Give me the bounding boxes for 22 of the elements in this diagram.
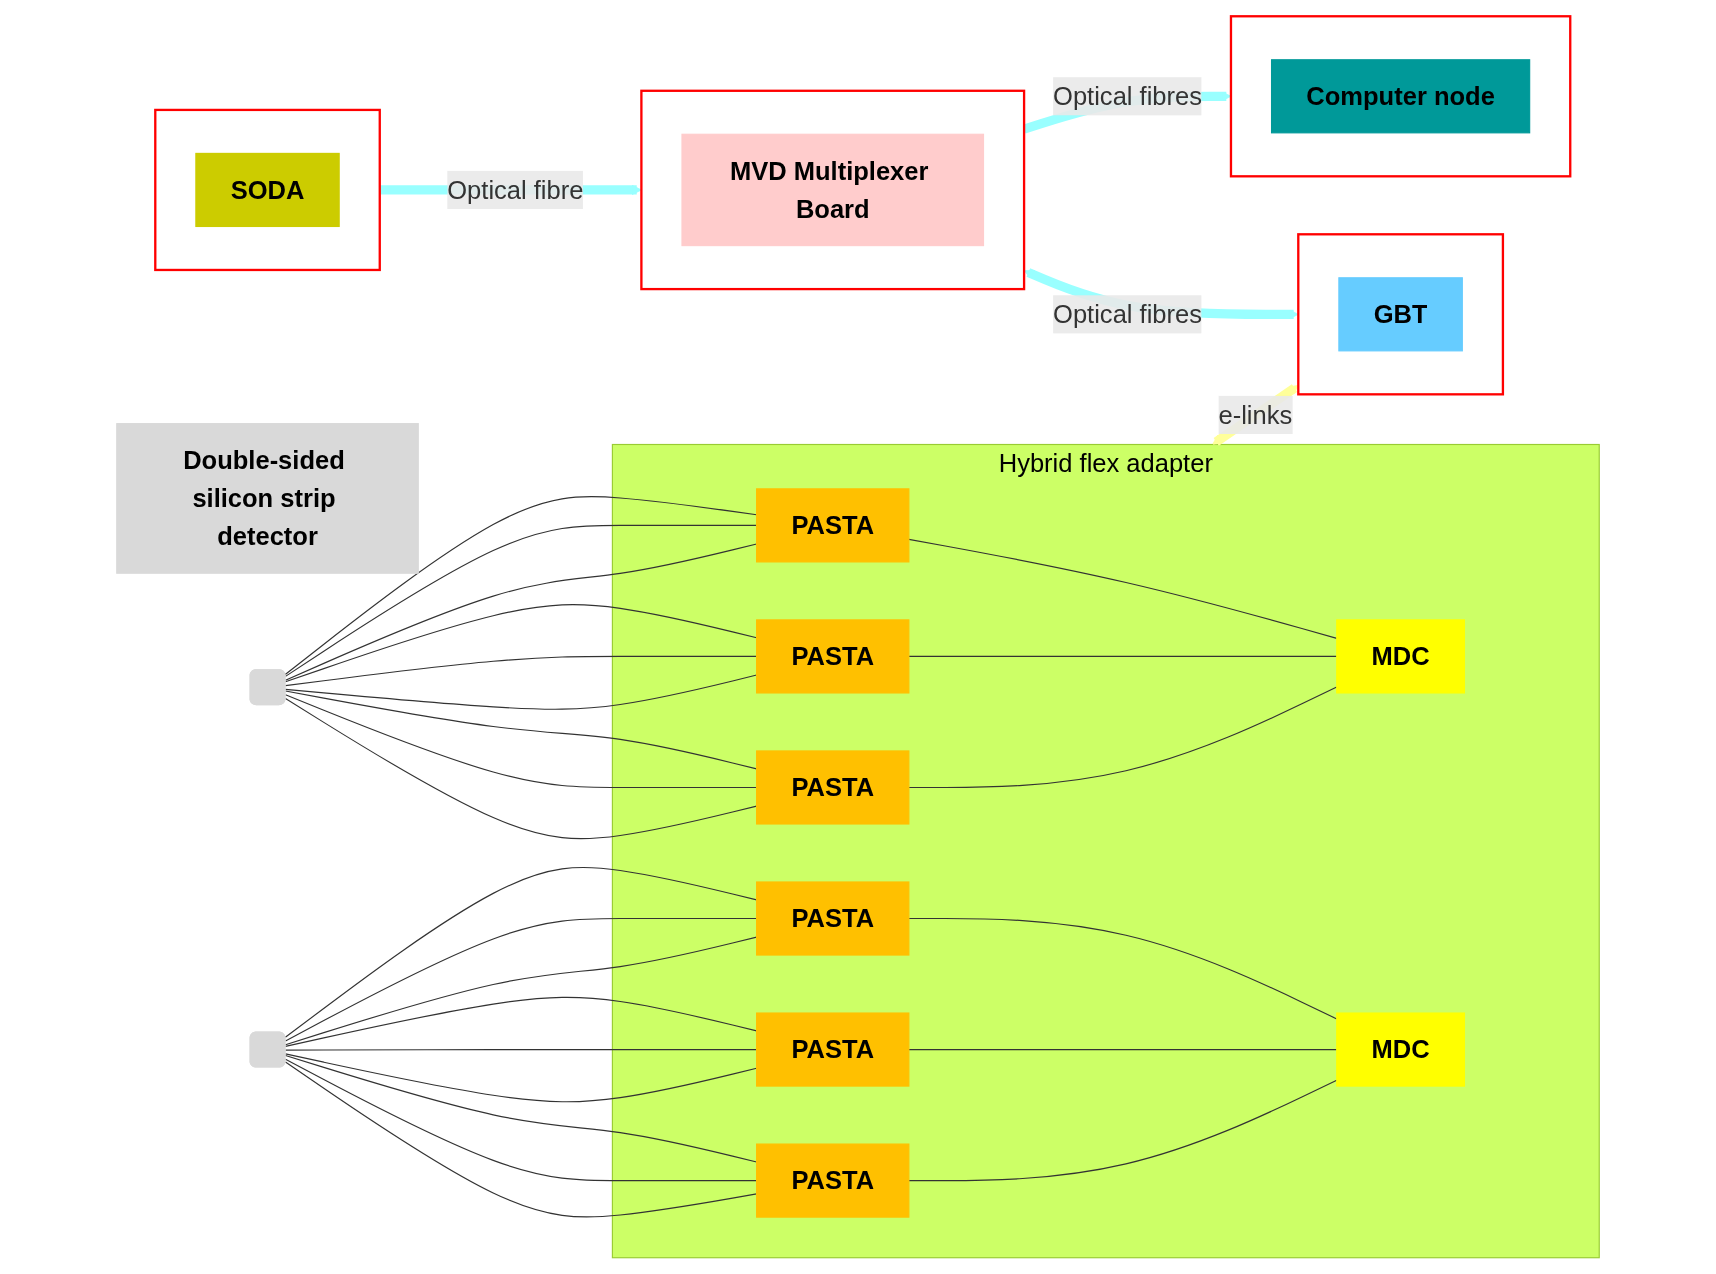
node-box: MDC — [1336, 619, 1466, 694]
edge-label: Optical fibres — [1053, 299, 1202, 329]
edge-label: Optical fibres — [1053, 81, 1202, 111]
node-box: PASTA — [756, 488, 910, 563]
node-box: PASTA — [756, 881, 910, 956]
cluster — [1229, 15, 1572, 178]
node-box: SODA — [195, 152, 340, 228]
node-box: PASTA — [756, 750, 910, 825]
arrow — [1212, 384, 1299, 446]
edge-label: e-links — [1218, 400, 1293, 430]
cluster — [1297, 233, 1505, 396]
node-box: Computer node — [1271, 59, 1531, 134]
node-box: PASTA — [756, 619, 910, 694]
cluster — [640, 89, 1026, 291]
node-box: PASTA — [756, 1012, 910, 1087]
edge-label: Optical fibre — [447, 175, 584, 205]
node-box: Double-sided silicon strip detector — [116, 423, 419, 574]
node-box: MVD Multiplexer Board — [681, 133, 985, 247]
node-box: GBT — [1338, 277, 1463, 352]
node-box: PASTA — [756, 1143, 910, 1218]
node-box: MDC — [1336, 1012, 1466, 1087]
cluster — [154, 108, 381, 272]
